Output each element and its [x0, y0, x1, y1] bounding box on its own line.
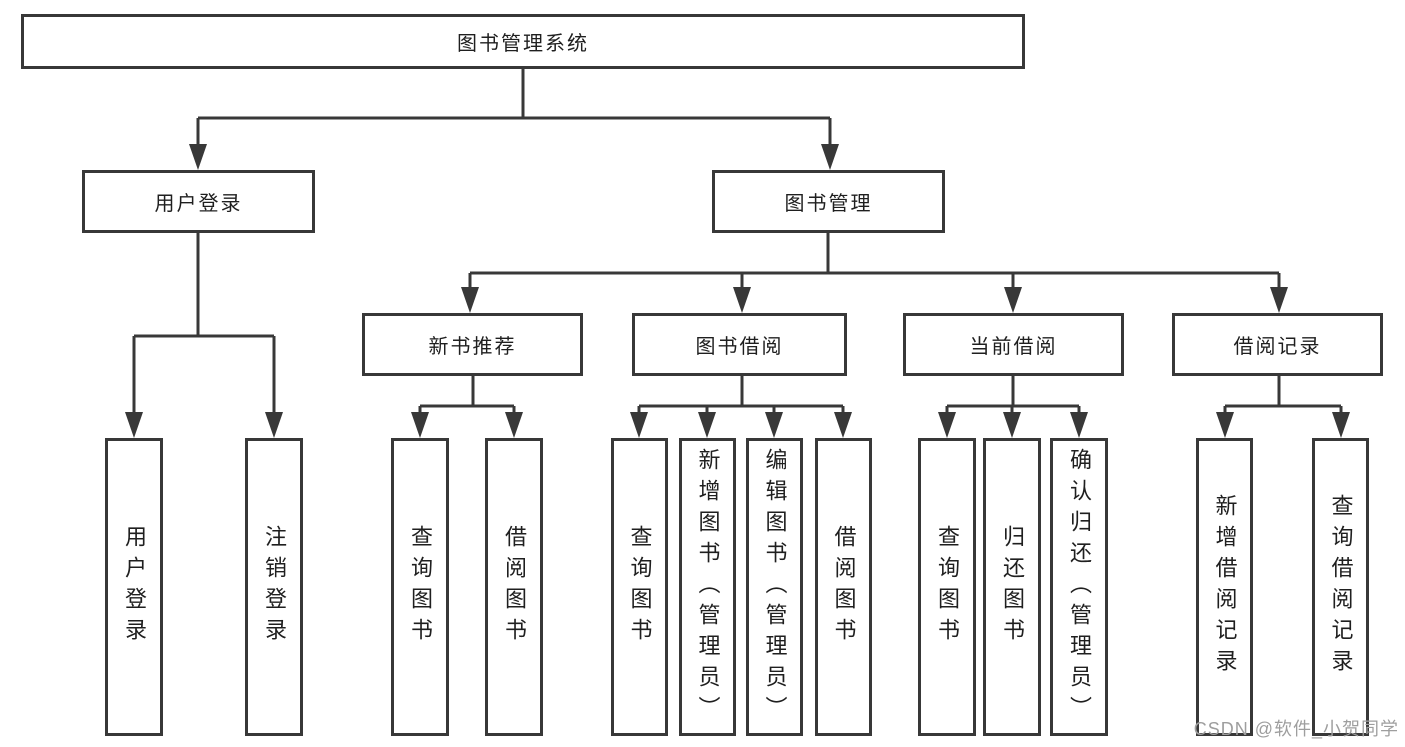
connector-bookmgmt-to-level3	[468, 233, 1281, 293]
node-label: 新增图书（管理员）	[695, 447, 721, 727]
leaf-borrowing-edit-books-admin: 编辑图书（管理员）	[746, 438, 803, 736]
arrowhead-icon	[698, 412, 716, 438]
connector-root-to-level2	[196, 68, 832, 150]
arrowhead-icon	[1004, 287, 1022, 313]
node-book-borrowing: 图书借阅	[632, 313, 847, 376]
arrowhead-icon	[461, 287, 479, 313]
connector-borrowing-to-leaves	[637, 376, 845, 418]
leaf-logout: 注销登录	[245, 438, 303, 736]
node-label: 注销登录	[262, 525, 287, 649]
node-book-management: 图书管理	[712, 170, 945, 233]
node-label: 编辑图书（管理员）	[762, 447, 788, 727]
leaf-records-query-borrow-record: 查询借阅记录	[1312, 438, 1369, 736]
node-label: 查询图书	[935, 525, 960, 649]
node-label: 用户登录	[154, 193, 243, 215]
node-library-management-system: 图书管理系统	[21, 14, 1025, 69]
arrowhead-icon	[765, 412, 783, 438]
arrowhead-icon	[505, 412, 523, 438]
connector-records-to-leaves	[1223, 376, 1343, 418]
arrowhead-icon	[189, 144, 207, 170]
leaf-current-confirm-return-admin: 确认归还（管理员）	[1050, 438, 1108, 736]
leaf-user-login: 用户登录	[105, 438, 163, 736]
node-label: 借阅图书	[831, 525, 857, 649]
arrowhead-icon	[265, 412, 283, 438]
arrowhead-icon	[821, 144, 839, 170]
node-label: 新书推荐	[428, 336, 517, 358]
leaf-current-return-books: 归还图书	[983, 438, 1041, 736]
node-label: 图书管理系统	[457, 33, 589, 55]
csdn-watermark: CSDN @软件_小贺同学	[1193, 719, 1399, 739]
node-label: 图书管理	[784, 193, 873, 215]
node-label: 查询图书	[408, 525, 433, 649]
connector-recommend-to-leaves	[418, 376, 516, 418]
leaf-records-add-borrow-record: 新增借阅记录	[1196, 438, 1253, 736]
arrowhead-icon	[411, 412, 429, 438]
arrowhead-icon	[1270, 287, 1288, 313]
node-label: 查询图书	[627, 525, 653, 649]
node-label: 当前借阅	[969, 336, 1058, 358]
connector-current-to-leaves	[945, 376, 1081, 418]
node-borrow-records: 借阅记录	[1172, 313, 1383, 376]
node-label: 新增借阅记录	[1212, 494, 1238, 680]
leaf-recommend-borrow-books: 借阅图书	[485, 438, 543, 736]
leaf-borrowing-query-books: 查询图书	[611, 438, 668, 736]
leaf-current-query-books: 查询图书	[918, 438, 976, 736]
node-label: 归还图书	[1000, 525, 1025, 649]
node-label: 确认归还（管理员）	[1067, 447, 1092, 727]
node-label: 用户登录	[122, 525, 147, 649]
connector-userlogin-to-leaves	[132, 233, 276, 418]
node-label: 图书借阅	[695, 336, 784, 358]
node-current-borrowing: 当前借阅	[903, 313, 1124, 376]
arrowhead-icon	[125, 412, 143, 438]
leaf-borrowing-add-books-admin: 新增图书（管理员）	[679, 438, 736, 736]
arrowhead-icon	[1003, 412, 1021, 438]
arrowhead-icon	[938, 412, 956, 438]
arrowhead-icon	[630, 412, 648, 438]
leaf-recommend-query-books: 查询图书	[391, 438, 449, 736]
arrowhead-icon	[834, 412, 852, 438]
node-label: 查询借阅记录	[1328, 494, 1354, 680]
node-label: 借阅图书	[502, 525, 527, 649]
arrowhead-icon	[1216, 412, 1234, 438]
leaf-borrowing-borrow-books: 借阅图书	[815, 438, 872, 736]
node-user-login: 用户登录	[82, 170, 315, 233]
arrowhead-icon	[1332, 412, 1350, 438]
node-new-book-recommend: 新书推荐	[362, 313, 583, 376]
node-label: 借阅记录	[1233, 336, 1322, 358]
arrowhead-icon	[1070, 412, 1088, 438]
arrowhead-icon	[733, 287, 751, 313]
